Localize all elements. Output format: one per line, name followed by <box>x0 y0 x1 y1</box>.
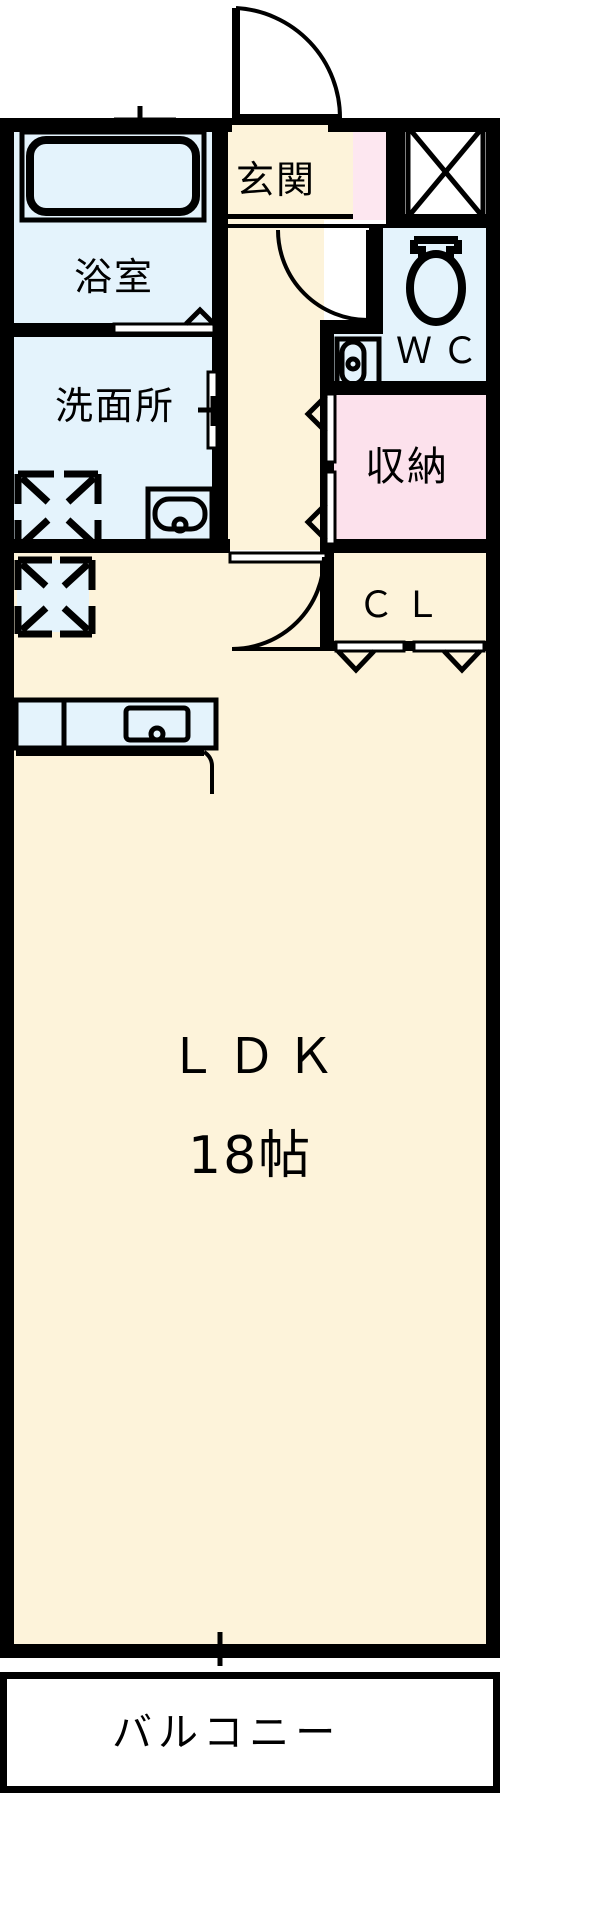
wall-closet-bottom <box>320 641 500 651</box>
wall-exterior-bottom <box>0 1644 500 1658</box>
room-fill-balcony <box>14 1672 486 1792</box>
room-label-bathroom: 浴室 <box>74 255 155 299</box>
genkan-step-line <box>228 214 353 219</box>
room-label-storage: 収納 <box>365 444 449 490</box>
balcony-rail-bottom <box>0 1786 500 1793</box>
room-fill-entrance <box>228 124 353 220</box>
balcony-rail-right <box>493 1672 500 1793</box>
shoe-box-fill <box>353 124 386 220</box>
washroom-window-icon <box>198 370 228 450</box>
toilet-icon <box>406 236 466 326</box>
balcony-rail-top <box>0 1672 500 1679</box>
room-label-ldk: ＬＤＫ <box>168 1028 346 1085</box>
wall-wc-left-upper <box>369 228 383 334</box>
entry-door-swing-icon <box>232 6 343 122</box>
room-label-balcony: バルコニー <box>112 1710 342 1756</box>
balcony-window-icon <box>196 1632 244 1666</box>
room-fill-bathroom <box>14 124 212 323</box>
bathroom-window-icon <box>114 106 176 132</box>
kitchen-sink-icon <box>13 697 219 794</box>
room-label-entrance: 玄関 <box>236 158 317 202</box>
washing-machine-space-icon <box>14 470 102 552</box>
room-label-wc: ＷＣ <box>396 331 489 372</box>
storage-folding-door-icon <box>304 392 337 546</box>
refrigerator-space-icon <box>14 556 96 638</box>
wall-basin-recess-left <box>320 320 334 395</box>
genkan-step-line-2 <box>228 224 386 228</box>
wall-storage-closet-divider <box>320 539 500 553</box>
wall-exterior-right <box>486 118 500 1658</box>
room-label-closet: ＣＬ <box>358 585 451 626</box>
hand-basin-icon <box>334 336 382 390</box>
bath-folding-door-icon <box>112 306 216 335</box>
room-label-ldk-size: 18帖 <box>188 1126 313 1186</box>
room-label-washroom: 洗面所 <box>55 384 176 428</box>
hall-door-swing-icon <box>276 229 370 322</box>
bathtub-icon <box>19 129 207 223</box>
room-fill-washroom <box>14 337 212 539</box>
balcony-rail-left <box>0 1672 7 1793</box>
wall-right-of-entrance <box>386 124 405 228</box>
closet-folding-door-icon <box>334 640 486 674</box>
room-fill-hall <box>228 220 324 550</box>
entry-threshold <box>230 118 330 125</box>
ldk-door-swing-icon <box>228 551 328 651</box>
vanity-sink-icon <box>145 486 215 544</box>
wall-basin-recess-top <box>320 320 383 334</box>
meter-box-icon <box>405 124 486 220</box>
wall-exterior-left <box>0 118 14 1658</box>
room-fill-storage <box>333 395 486 545</box>
